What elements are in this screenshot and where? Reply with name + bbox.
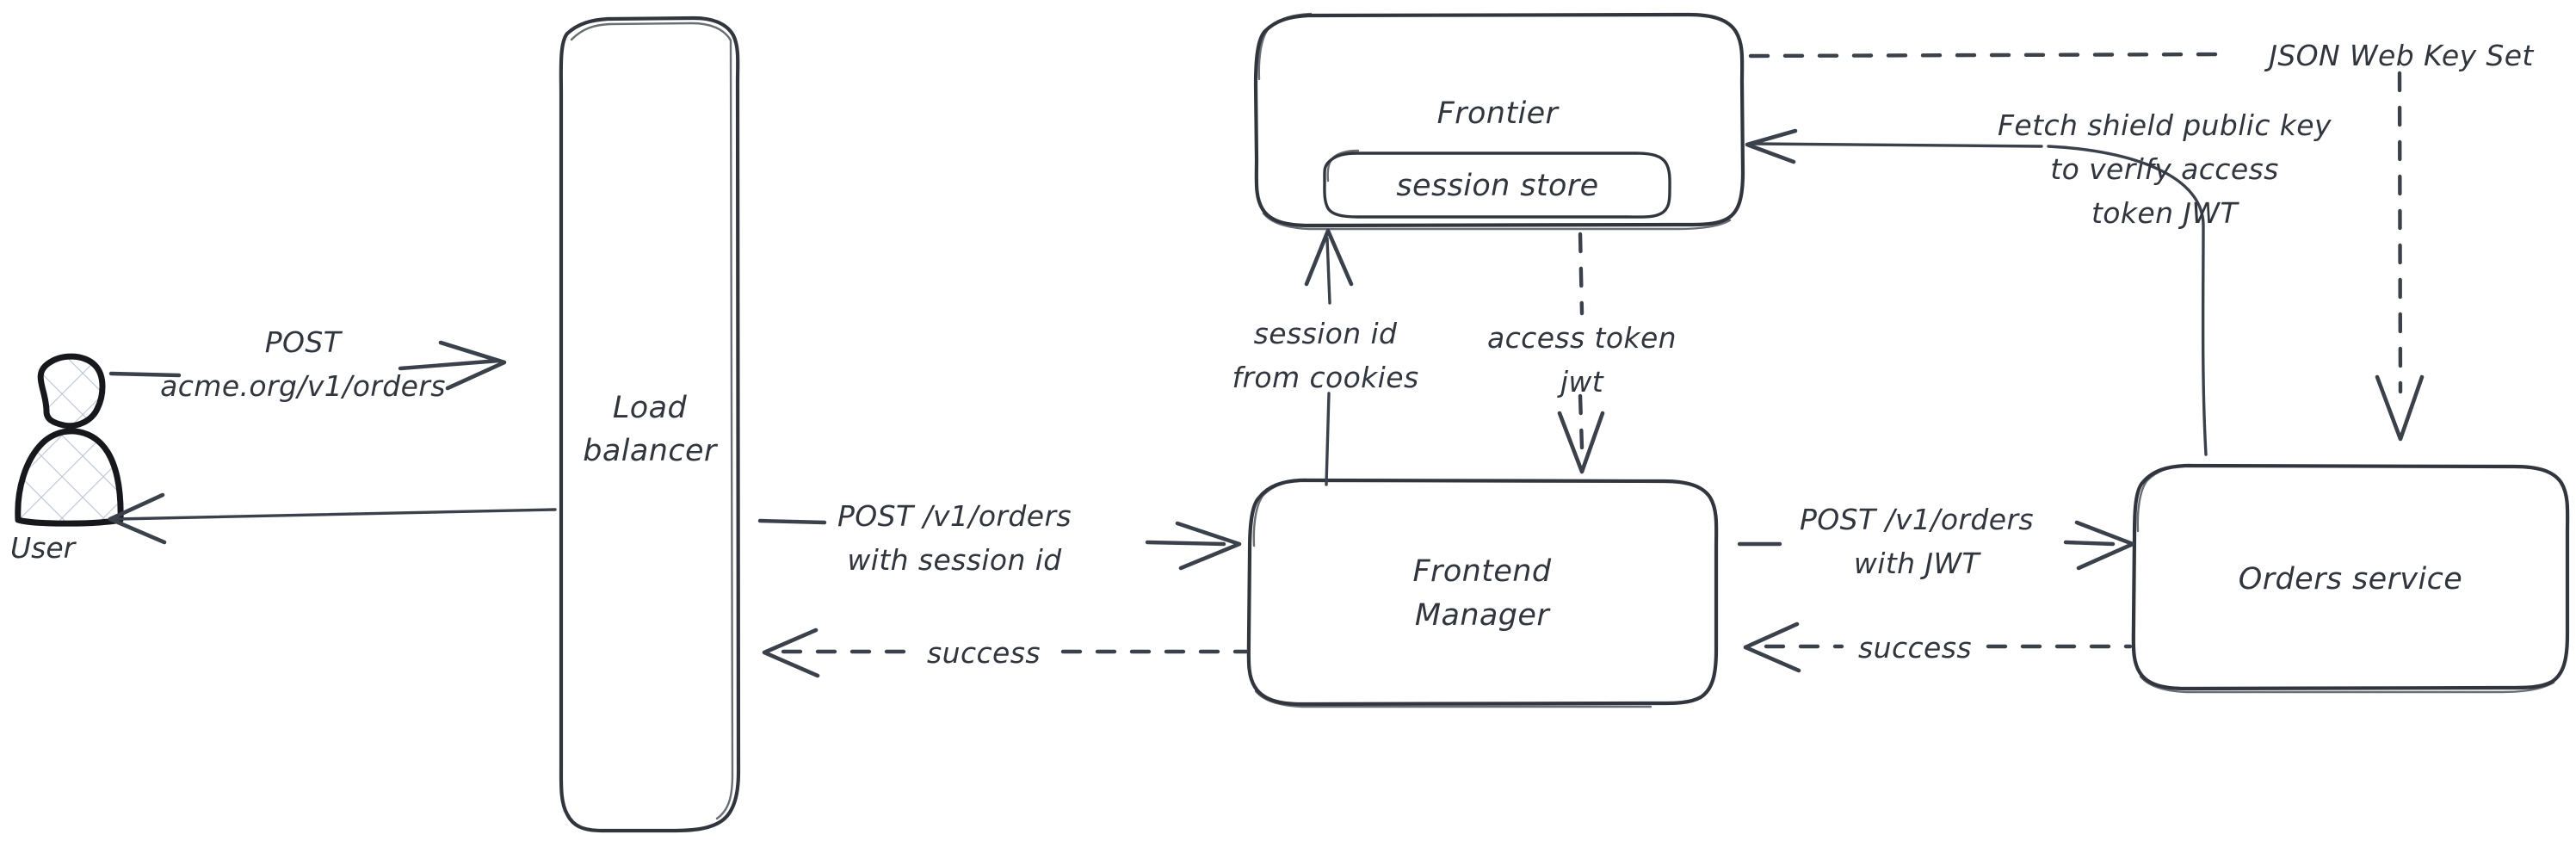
edge-orders-to-frontier-label-line3: token JWT xyxy=(2091,196,2240,230)
edge-load-balancer-to-frontend-manager: POST /v1/orders with session id xyxy=(757,499,1242,577)
node-orders-service[interactable]: Orders service xyxy=(2131,463,2570,694)
user-head-icon xyxy=(37,353,106,430)
edge-fm-to-frontier-label-line1: session id xyxy=(1254,317,1398,350)
arrowhead-left-fm-lb xyxy=(762,628,820,678)
edge-frontier-to-orders-service: JSON Web Key Set xyxy=(1748,39,2534,442)
edge-lb-to-fm-label-line1: POST /v1/orders xyxy=(837,499,1072,533)
edge-fm-to-lb-label: success xyxy=(927,636,1041,670)
arrowhead-right-user-lb xyxy=(438,340,507,391)
edge-frontier-to-fm-label-line2: jwt xyxy=(1557,365,1604,399)
node-user[interactable]: User xyxy=(10,353,124,565)
arrowhead-left-orders-frontier xyxy=(1745,128,1798,164)
frontend-manager-label-line2: Manager xyxy=(1415,598,1551,633)
arrowhead-right-lb-fm xyxy=(1175,521,1242,571)
edge-fm-orders-line-right xyxy=(2063,540,2116,547)
arrowhead-down-frontier-fm xyxy=(1557,411,1605,474)
load-balancer-label-line2: balancer xyxy=(583,434,719,468)
edge-user-to-load-balancer: POST acme.org/v1/orders xyxy=(108,325,507,403)
edge-orders-to-frontier-label-line1: Fetch shield public key xyxy=(1998,108,2332,142)
node-session-store[interactable]: session store xyxy=(1323,149,1671,219)
frontend-manager-label-line1: Frontend xyxy=(1413,554,1552,589)
edge-frontier-to-orders-label: JSON Web Key Set xyxy=(2264,39,2534,72)
orders-service-label: Orders service xyxy=(2239,562,2462,597)
edge-orders-service-to-frontier: Fetch shield public key to verify access… xyxy=(1745,108,2332,456)
edge-fm-frontier-line-lower xyxy=(1325,392,1331,486)
edge-fm-to-frontier-label-line2: from cookies xyxy=(1232,361,1418,394)
edge-user-to-load-balancer-line xyxy=(108,371,182,378)
load-balancer-shape-ghost xyxy=(570,22,734,820)
frontend-manager-shape-ghost xyxy=(1252,478,1652,708)
frontier-shape-ghost xyxy=(1257,12,1732,231)
arrowhead-left-orders-fm xyxy=(1743,621,1801,673)
edge-frontier-fm-dashed-lower xyxy=(1578,393,1585,450)
edge-user-to-load-balancer-line2 xyxy=(398,358,502,371)
edge-fm-to-orders-label-line2: with JWT xyxy=(1854,547,1982,580)
session-store-label: session store xyxy=(1396,169,1598,203)
edge-frontend-manager-to-orders-service: POST /v1/orders with JWT xyxy=(1737,503,2135,580)
user-torso-icon xyxy=(15,428,124,527)
load-balancer-label-line1: Load xyxy=(613,391,688,425)
edge-user-to-lb-label-line1: POST xyxy=(265,325,343,359)
orders-service-shape-ghost xyxy=(2136,463,2555,694)
edge-frontier-orders-dashed-top xyxy=(1748,52,2232,59)
edge-orders-to-fm-label: success xyxy=(1858,631,1972,665)
arrowhead-left-lb-user xyxy=(108,492,167,545)
edge-frontier-to-fm-label-line1: access token xyxy=(1487,321,1677,355)
node-frontier[interactable]: Frontier session store xyxy=(1253,12,1745,231)
edge-orders-service-to-frontend-manager: success xyxy=(1743,621,2133,673)
edge-fm-frontier-line-upper xyxy=(1325,237,1331,305)
edge-lb-fm-line-right xyxy=(1145,540,1226,547)
edge-frontier-fm-dashed-upper xyxy=(1578,232,1585,316)
edge-lb-fm-line-left xyxy=(757,518,827,525)
node-frontend-manager[interactable]: Frontend Manager xyxy=(1246,478,1719,708)
session-store-shape-ghost xyxy=(1326,149,1360,182)
edge-orders-to-frontier-label-line2: to verify access xyxy=(2050,152,2278,186)
edge-lb-to-fm-label-line2: with session id xyxy=(847,543,1062,577)
edge-orders-frontier-straight xyxy=(1752,142,2043,148)
arrowhead-up-fm-frontier xyxy=(1304,228,1354,287)
orders-service-shape xyxy=(2131,463,2570,691)
session-store-shape xyxy=(1323,151,1671,219)
edge-frontend-manager-to-frontier: session id from cookies xyxy=(1232,228,1418,486)
edge-lb-to-user-line xyxy=(115,508,557,521)
edge-fm-to-orders-label-line1: POST /v1/orders xyxy=(1800,503,2034,536)
edge-frontend-manager-to-load-balancer: success xyxy=(762,628,1249,678)
edge-load-balancer-to-user xyxy=(108,492,557,545)
arrowhead-right-fm-orders xyxy=(2074,520,2135,571)
arrowhead-down-frontier-orders xyxy=(2375,374,2425,442)
user-label: User xyxy=(10,531,77,565)
frontend-manager-shape xyxy=(1246,478,1719,707)
edge-orders-frontier-curve xyxy=(2047,145,2208,456)
edge-user-to-lb-label-line2: acme.org/v1/orders xyxy=(160,369,446,403)
edge-frontier-to-frontend-manager: access token jwt xyxy=(1487,232,1677,474)
node-load-balancer[interactable]: Load balancer xyxy=(559,15,741,833)
load-balancer-shape xyxy=(559,15,741,833)
frontier-label: Frontier xyxy=(1437,96,1560,131)
